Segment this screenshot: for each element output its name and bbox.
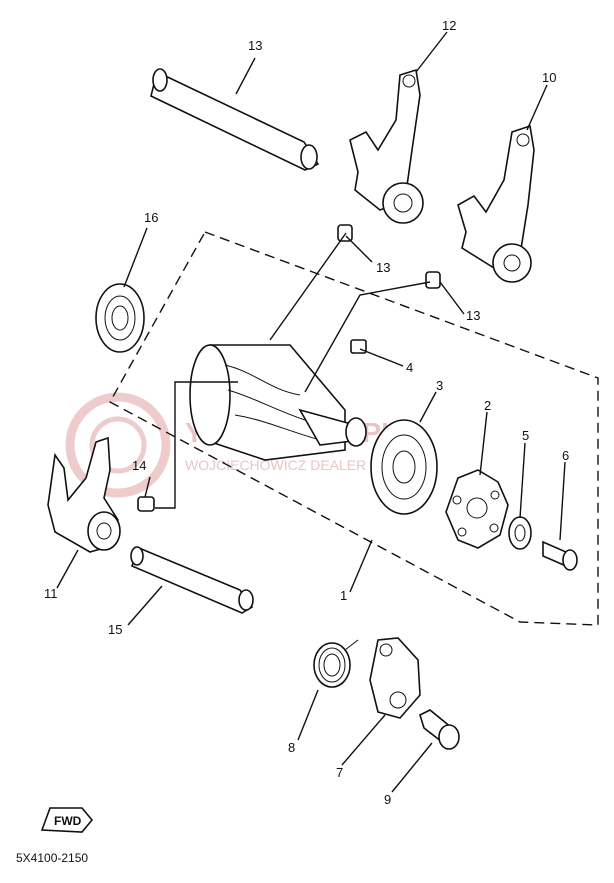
callout-7: 7 (336, 765, 343, 780)
callout-1: 1 (340, 588, 347, 603)
part-10-shift-fork (457, 124, 535, 283)
part-13-pin-b (425, 271, 441, 289)
watermark-logo-icon (65, 392, 171, 498)
part-9-bolt (419, 709, 460, 750)
callout-6: 6 (562, 448, 569, 463)
callout-5: 5 (522, 428, 529, 443)
part-12-shift-fork (349, 68, 424, 224)
watermark-logo-inner-icon (89, 416, 147, 474)
drawing-code: 5X4100-2150 (16, 851, 88, 865)
callout-2: 2 (484, 398, 491, 413)
callout-13-a: 13 (376, 260, 390, 275)
callout-13-b: 13 (466, 308, 480, 323)
part-shift-drum (189, 344, 367, 461)
callout-13-c: 14 (132, 458, 146, 473)
part-14-shaft (130, 546, 254, 614)
part-13-pin-a (337, 224, 353, 242)
part-16-bearing (95, 283, 145, 353)
callout-9: 9 (384, 792, 391, 807)
part-6-screw (542, 540, 578, 571)
part-11-shift-fork (47, 436, 121, 553)
callout-14: 15 (108, 622, 122, 637)
callout-3: 3 (436, 378, 443, 393)
part-13-pin-c (137, 496, 155, 512)
callout-10: 10 (542, 70, 556, 85)
callout-11: 11 (44, 586, 58, 601)
part-15-shaft (150, 68, 320, 171)
fwd-label: FWD (54, 814, 82, 828)
callout-12: 12 (442, 18, 456, 33)
callout-4: 4 (406, 360, 413, 375)
leader-lines (56, 31, 566, 793)
callout-15: 13 (248, 38, 262, 53)
part-3-bearing (370, 419, 438, 515)
part-2-segment (445, 469, 509, 549)
callout-16: 16 (144, 210, 158, 225)
assembly-outline (109, 231, 599, 626)
part-7-stopper-lever (369, 637, 421, 719)
part-5-washer (508, 516, 532, 550)
callout-8: 8 (288, 740, 295, 755)
watermark-line2: WOJCIECHOWICZ DEALER YAMAHA (185, 457, 429, 473)
part-8-spring (313, 639, 359, 688)
fwd-arrow-icon: FWD (40, 807, 94, 833)
